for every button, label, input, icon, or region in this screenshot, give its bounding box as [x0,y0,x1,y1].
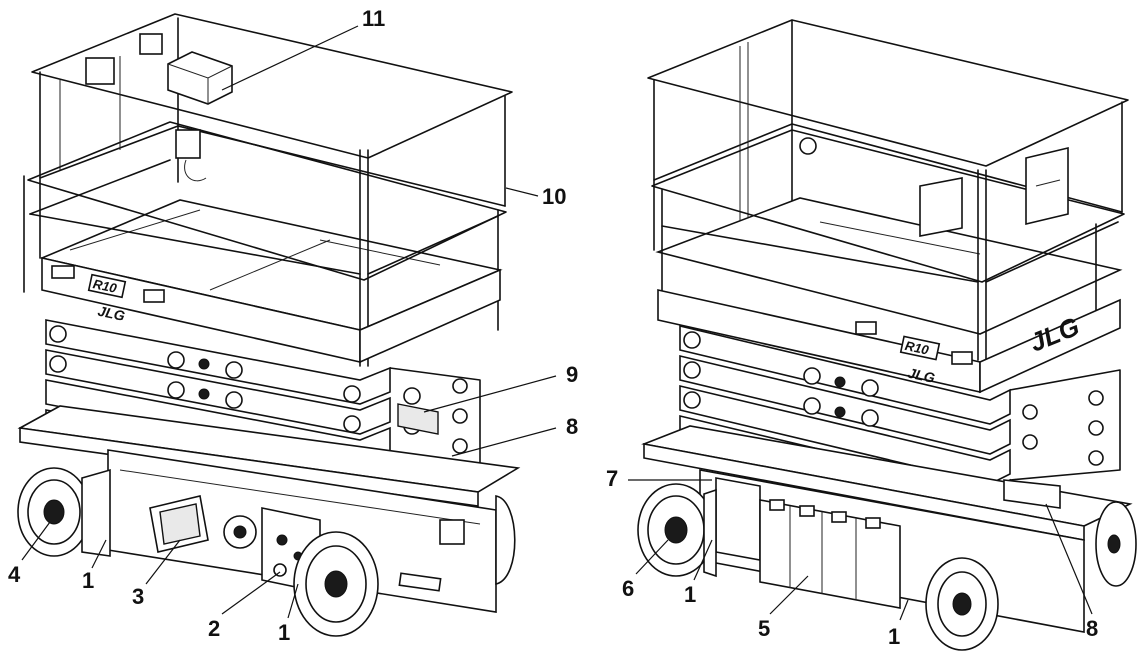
callout-1-right-rear: 1 [684,582,696,607]
callout-1-left-rear: 1 [82,568,94,593]
right-wheel-front [925,557,999,651]
callout-9: 9 [566,362,578,387]
right-wheel-rear [637,483,717,578]
left-view: R10 JLG [8,6,578,645]
left-platform-skirt: R10 JLG [41,256,501,364]
callout-8-right: 8 [1086,616,1098,641]
callout-3: 3 [132,584,144,609]
left-brand-mark: JLG [96,303,126,324]
right-guardrail-rear [647,19,1129,251]
right-brand-mark-small: JLG [906,365,936,386]
right-guardrail-front [651,129,1125,361]
callout-6: 6 [622,576,634,601]
right-model-mark: R10 [904,338,931,358]
right-wheel-far [1095,501,1137,587]
callout-7: 7 [606,466,618,491]
left-power-unit [149,495,321,593]
left-wheel-far [495,495,516,586]
callout-10: 10 [542,184,566,209]
callout-1-right-front: 1 [888,624,900,649]
right-battery-pack [715,477,901,609]
callout-5: 5 [758,616,770,641]
right-view: R10 JLG JLG [606,19,1137,651]
left-control-box [167,51,233,182]
callout-2: 2 [208,616,220,641]
left-wheel-rear [17,467,111,557]
right-platform-skirt: R10 JLG JLG [657,289,1121,394]
callout-8-left: 8 [566,414,578,439]
callout-1-left-front: 1 [278,620,290,645]
callout-11: 11 [362,6,385,31]
left-wheel-front [293,531,379,637]
left-storage-box [85,57,115,85]
left-model-mark: R10 [92,276,119,296]
left-callouts: 11 10 9 8 4 1 3 2 1 [8,6,578,645]
right-callouts: 7 6 1 5 1 8 [606,466,1098,649]
callout-4: 4 [8,562,21,587]
